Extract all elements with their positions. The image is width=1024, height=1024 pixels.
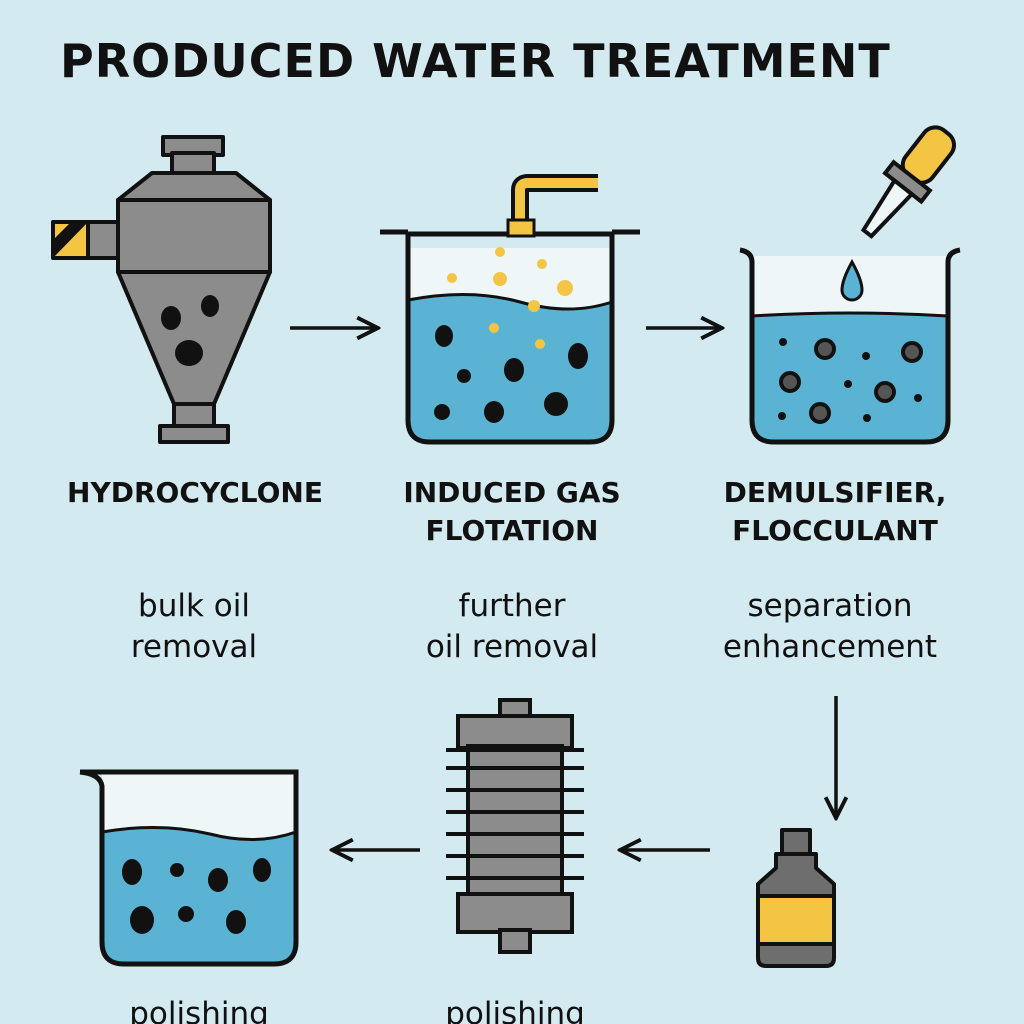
- step-desc-separation-enhancement: separation enhancement: [722, 588, 938, 665]
- filter-cartridge-icon: [446, 698, 584, 954]
- step-desc-bulk-oil-removal: bulk oil removal: [130, 588, 258, 665]
- step-name-demulsifier-flocculant: DEMULSIFIER, FLOCCULANT: [723, 476, 947, 547]
- flotation-tank-icon: [380, 174, 640, 445]
- oil-droplets: [161, 295, 219, 366]
- dropper-beaker-icon: [739, 125, 961, 445]
- step-desc-further-oil-removal: further oil removal: [425, 588, 599, 665]
- flow-arrows: [290, 328, 836, 850]
- polished-water-beaker-icon: [79, 769, 299, 967]
- step-name-hydrocyclone: HYDROCYCLONE: [67, 476, 323, 509]
- step-name-induced-gas-flotation: INDUCED GAS FLOTATION: [403, 476, 621, 547]
- step-desc-polishing-filter: polishing: [445, 996, 585, 1024]
- step-desc-polishing-beaker: polishing: [129, 996, 269, 1024]
- chemical-bottle-icon: [756, 828, 836, 968]
- hydrocyclone-icon: [51, 135, 272, 444]
- page-title: PRODUCED WATER TREATMENT: [60, 34, 891, 88]
